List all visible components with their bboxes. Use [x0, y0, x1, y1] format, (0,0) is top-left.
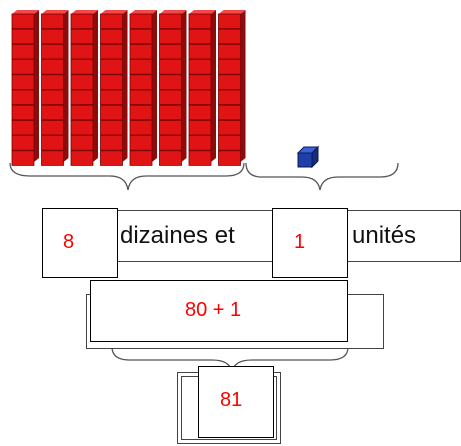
units-word: unités	[352, 222, 417, 249]
tens-rod	[70, 10, 98, 166]
tens-word: dizaines et	[120, 222, 235, 249]
tens-rod	[188, 10, 216, 166]
unit-cube	[296, 145, 320, 169]
tens-rod	[41, 10, 69, 166]
tens-rod	[129, 10, 157, 166]
tens-rod	[100, 10, 128, 166]
tens-digit-box[interactable]	[42, 208, 118, 278]
tens-digit: 8	[63, 231, 75, 253]
expanded-form: 80 + 1	[185, 299, 242, 321]
units-digit: 1	[294, 231, 306, 253]
result-box[interactable]	[198, 366, 274, 438]
result-value: 81	[220, 389, 243, 411]
expanded-form-box[interactable]	[90, 280, 348, 342]
tens-brace	[9, 162, 245, 191]
tens-rod	[218, 10, 246, 166]
tens-rod	[11, 10, 39, 166]
tens-rods	[11, 10, 246, 166]
units-brace	[245, 162, 399, 191]
units-digit-box[interactable]	[272, 208, 348, 278]
tens-rod	[159, 10, 187, 166]
